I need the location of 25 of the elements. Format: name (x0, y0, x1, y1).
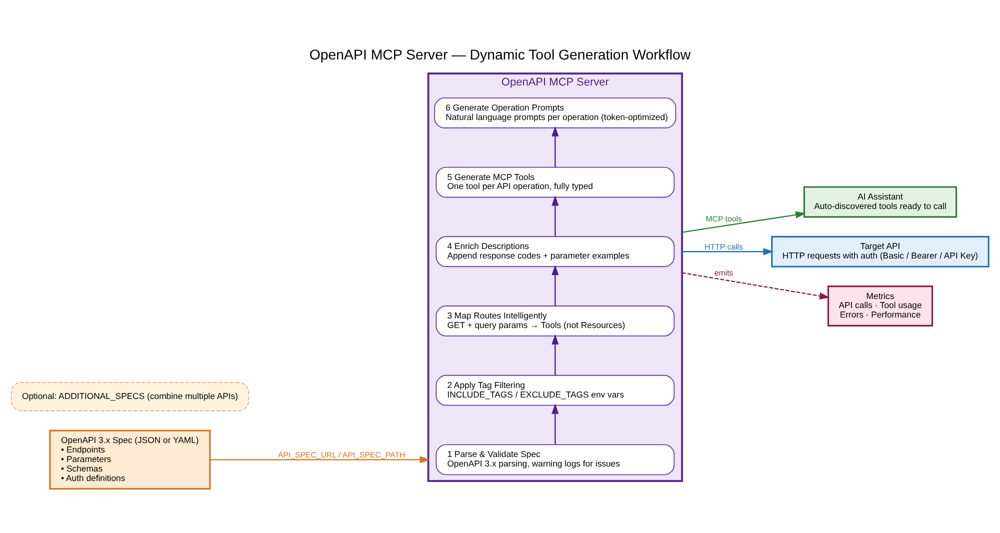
arrow (552, 334, 559, 375)
arrow (682, 272, 830, 299)
node-box: AI Assistant Auto-discovered tools ready to call (803, 186, 958, 218)
node-box: 3 Map Routes Intelligently GET + query params → Tools (not Resources) (436, 305, 675, 336)
arrow (552, 126, 559, 167)
node-box: Metrics API calls · Tool usage Errors · Performance (827, 285, 934, 326)
edge-label: API_SPEC_URL / API_SPEC_PATH (278, 450, 406, 459)
node-box: 4 Enrich Descriptions Append response codes + parameter examples (436, 236, 675, 267)
node-box: 1 Parse & Validate Spec OpenAPI 3.x parsing, warning logs for issues (436, 444, 675, 475)
diagram-title: OpenAPI MCP Server — Dynamic Tool Generation Workflow (309, 47, 691, 64)
edge-label: emits (714, 268, 734, 277)
edge-label: MCP tools (706, 214, 742, 224)
node-box: Optional: ADDITIONAL_SPECS (combine multiple APIs) (11, 382, 249, 411)
node-box: 2 Apply Tag Filtering INCLUDE_TAGS / EXCLUDE_TAGS env vars (436, 374, 675, 406)
arrow (682, 248, 774, 255)
arrow (210, 456, 430, 463)
node-box: 6 Generate Operation Prompts Natural language prompts per operation (token-optimized) (434, 96, 676, 128)
node-box: 5 Generate MCP Tools One tool per API operation, fully typed (436, 166, 675, 198)
arrow (552, 264, 559, 306)
arrow (552, 403, 559, 444)
arrow (682, 210, 806, 232)
node-box: OpenAPI 3.x Spec (JSON or YAML) • Endpoints • Parameters • Schemas • Auth definitions (49, 429, 211, 490)
arrow (552, 195, 559, 236)
node-box: Target API HTTP requests with auth (Basic / Bearer / API Key) (771, 235, 990, 267)
edge-label: HTTP calls (704, 242, 744, 251)
